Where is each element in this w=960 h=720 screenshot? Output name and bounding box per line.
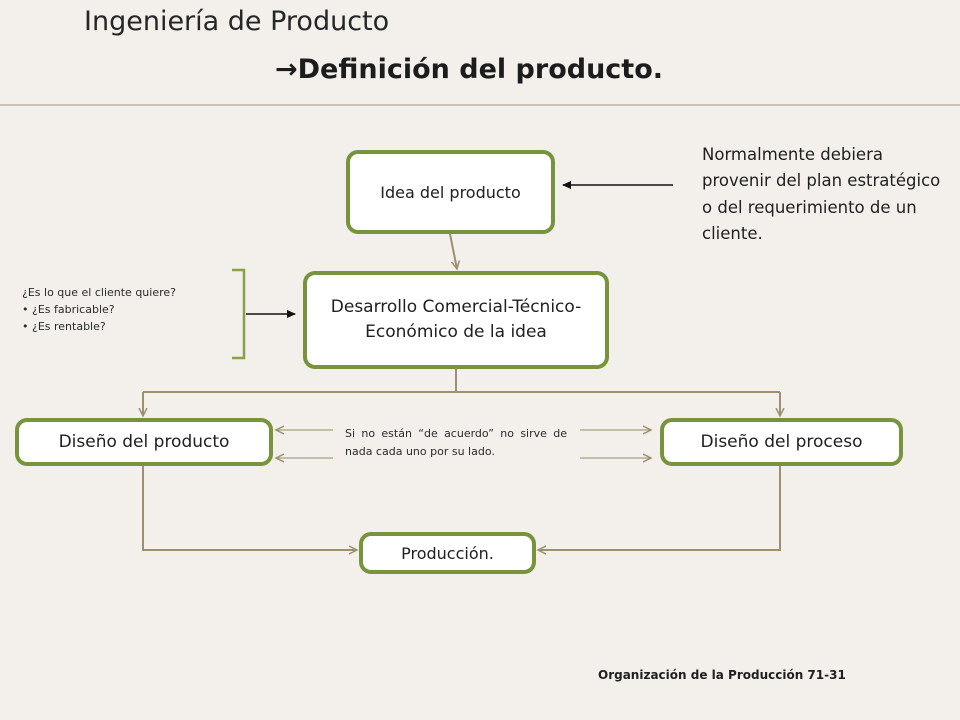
footer-course: Organización de la Producción 71-31 [598,668,846,682]
node-desarrollo: Desarrollo Comercial-Técnico-Económico d… [303,271,609,369]
node-produccion: Producción. [359,532,536,574]
questions-list: ¿Es lo que el cliente quiere? • ¿Es fabr… [22,284,222,335]
arrow-proceso-to-produccion [538,466,781,550]
node-label: Producción. [401,543,494,563]
node-label: Desarrollo Comercial-Técnico-Económico d… [330,296,582,343]
page-title: Ingeniería de Producto [84,6,390,37]
arrow-idea-to-desarrollo [449,233,457,269]
agreement-note: Si no están “de acuerdo” no sirve de nad… [345,427,567,458]
question-item: • ¿Es rentable? [22,320,106,334]
node-label: Idea del producto [380,182,521,202]
node-diseno-producto: Diseño del producto [15,418,273,466]
node-label: Diseño del producto [58,432,230,452]
arrow-producto-to-produccion [142,466,357,550]
question-item: • ¿Es fabricable? [22,303,115,317]
question-item: ¿Es lo que el cliente quiere? [22,286,176,299]
node-label: Diseño del proceso [700,432,863,452]
question-brace [232,268,246,360]
page-subtitle: →Definición del producto. [275,54,664,85]
origin-note: Normalmente debiera provenir del plan es… [702,145,941,244]
node-idea-del-producto: Idea del producto [346,150,555,234]
split-connector [143,369,780,393]
node-diseno-proceso: Diseño del proceso [660,418,903,466]
header-divider [0,104,960,106]
